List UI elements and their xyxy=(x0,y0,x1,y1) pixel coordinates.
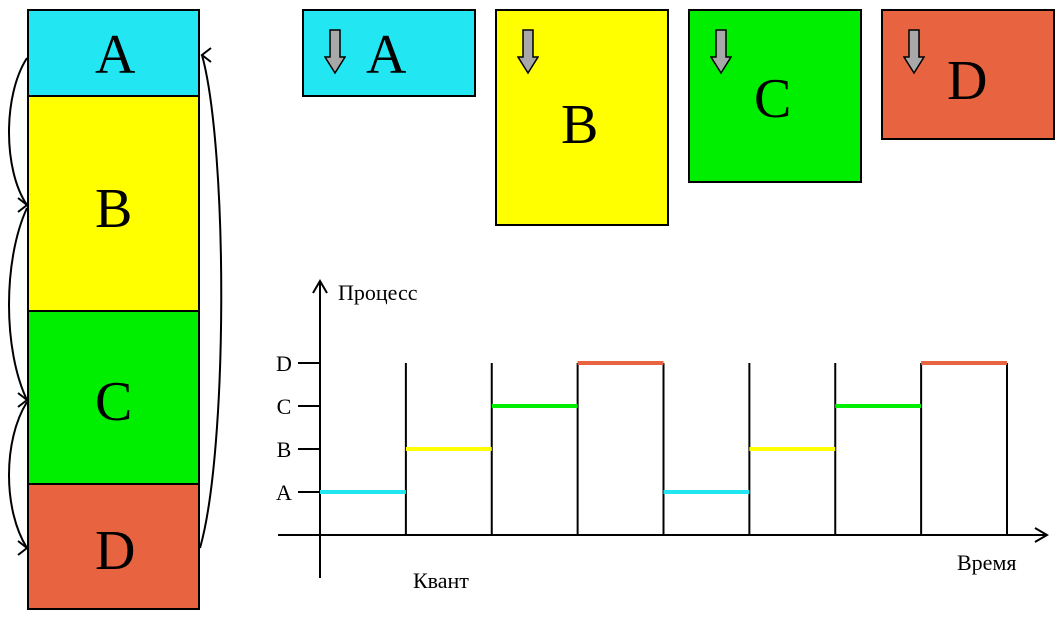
x-axis-label: Время xyxy=(957,550,1016,575)
y-tick-label-c: C xyxy=(277,394,292,419)
down-arrow-icon xyxy=(324,29,346,75)
queue-label-b: B xyxy=(95,178,133,240)
card-a: A xyxy=(302,9,476,97)
y-tick-label-a: A xyxy=(276,480,292,505)
card-label-b: B xyxy=(561,94,599,156)
y-tick-label-b: B xyxy=(277,437,292,462)
down-arrow-icon xyxy=(903,29,925,75)
card-d: D xyxy=(881,9,1055,140)
down-arrow-icon xyxy=(710,29,732,75)
y-axis-label: Процесс xyxy=(338,280,418,305)
y-tick-label-d: D xyxy=(276,351,292,376)
card-label-d: D xyxy=(947,50,988,112)
down-arrow-icon xyxy=(517,29,539,75)
card-c: C xyxy=(688,9,862,183)
queue-label-d: D xyxy=(95,520,136,582)
card-label-c: C xyxy=(754,68,792,130)
queue-block-c: C xyxy=(27,310,200,485)
x-axis-arrowhead xyxy=(1034,527,1049,543)
y-axis-arrowhead xyxy=(312,279,328,294)
queue-label-a: A xyxy=(95,24,136,86)
card-label-a: A xyxy=(366,24,407,86)
queue-block-a: A xyxy=(27,9,200,97)
card-b: B xyxy=(495,9,669,226)
quantum-label: Квант xyxy=(413,568,469,593)
queue-label-c: C xyxy=(95,371,133,433)
